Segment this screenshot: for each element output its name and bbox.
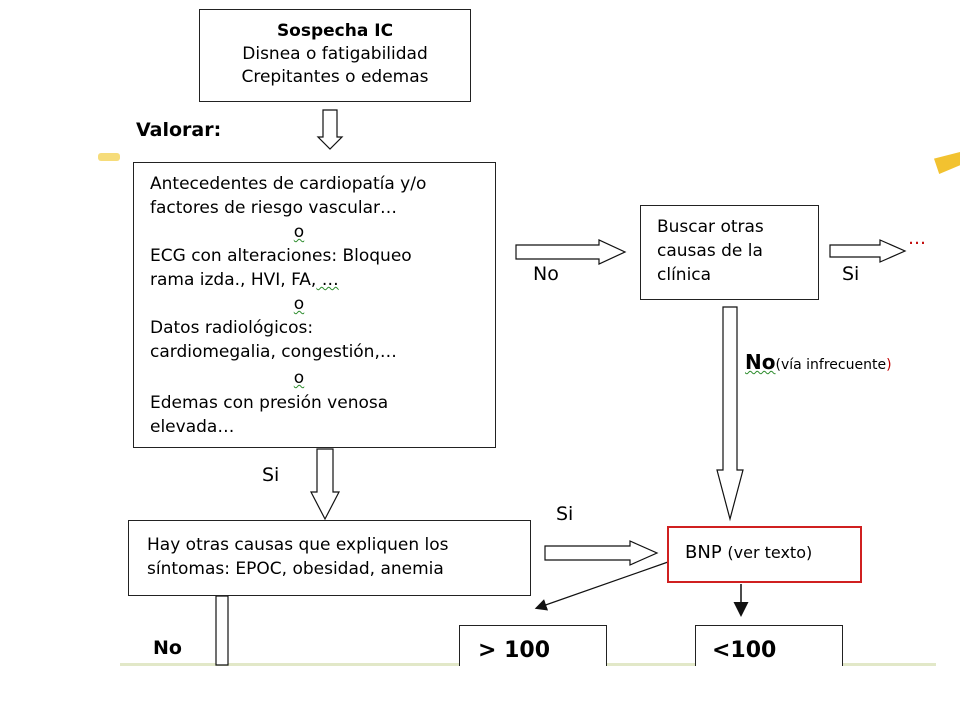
suspicion-line-2: Crepitantes o edemas <box>241 67 429 87</box>
result-low-label: <100 <box>712 638 777 663</box>
slide-bottom-margin <box>0 666 960 720</box>
bnp-label: BNP <box>685 542 722 563</box>
result-high-label: > 100 <box>478 638 551 663</box>
edge-label-no-infrequent: No(vía infrecuente) <box>745 350 892 374</box>
arrow-bnp-to-high <box>534 561 669 611</box>
criteria-item-2: ECG con alteraciones: Bloqueo <box>150 246 412 266</box>
criteria-item-1b: factores de riesgo vascular… <box>150 198 398 218</box>
criteria-separator-2: o <box>293 294 305 314</box>
criteria-separator-1: o <box>293 222 305 242</box>
arrow-top-to-criteria <box>316 109 344 150</box>
edge-label-ellipsis: … <box>908 228 926 249</box>
criteria-separator-3: o <box>293 368 305 388</box>
arrow-other-causes-to-bnp <box>716 306 744 522</box>
criteria-item-2b: rama izda., HVI, FA, … <box>150 270 339 291</box>
other-causes-box: Buscar otras causas de la clínica <box>640 205 819 300</box>
slide-accent-left <box>98 153 120 161</box>
edge-label-si-to-bnp: Si <box>556 503 574 525</box>
bnp-text: BNP (ver texto) <box>685 542 813 564</box>
symptoms-line-1: Hay otras causas que expliquen los <box>147 535 449 555</box>
other-causes-line-2: causas de la <box>657 241 763 261</box>
bnp-box: BNP (ver texto) <box>667 526 862 583</box>
suspicion-line-1: Disnea o fatigabilidad <box>242 44 428 64</box>
edge-label-no-right: No <box>533 263 559 285</box>
arrow-symptoms-no <box>215 595 229 666</box>
suspicion-title: Sospecha IC <box>276 21 394 41</box>
edge-label-no-bottom: No <box>153 637 182 659</box>
edge-label-si-down: Si <box>262 464 280 486</box>
suspicion-box: Sospecha IC Disnea o fatigabilidad Crepi… <box>199 9 471 102</box>
criteria-item-3b: cardiomegalia, congestión,… <box>150 342 397 362</box>
other-causes-line-3: clínica <box>657 265 712 285</box>
criteria-item-4: Edemas con presión venosa <box>150 393 389 413</box>
edge-label-no-infrequent-no: No <box>745 350 776 374</box>
arrow-symptoms-to-bnp <box>544 540 659 566</box>
valorar-label: Valorar: <box>136 119 222 141</box>
criteria-item-3: Datos radiológicos: <box>150 318 314 338</box>
criteria-item-1: Antecedentes de cardiopatía y/o <box>150 174 427 194</box>
criteria-item-2b-text: rama izda., HVI, FA, <box>150 270 317 290</box>
edge-label-si-right: Si <box>842 263 860 285</box>
symptoms-box: Hay otras causas que expliquen los sínto… <box>128 520 531 596</box>
criteria-item-4b: elevada… <box>150 417 235 437</box>
criteria-item-2b-ellipsis: … <box>316 270 339 290</box>
edge-label-infrequent-note: (vía infrecuente <box>775 357 887 373</box>
other-causes-line-1: Buscar otras <box>657 217 764 237</box>
criteria-box: Antecedentes de cardiopatía y/o factores… <box>133 162 496 448</box>
edge-label-infrequent-paren: ) <box>886 357 892 373</box>
arrow-other-causes-to-ellipsis <box>829 239 907 263</box>
bnp-note: (ver texto) <box>727 543 813 562</box>
arrow-criteria-to-other-causes <box>515 239 627 265</box>
arrow-criteria-to-symptoms <box>310 448 340 521</box>
symptoms-line-2: síntomas: EPOC, obesidad, anemia <box>147 559 444 579</box>
